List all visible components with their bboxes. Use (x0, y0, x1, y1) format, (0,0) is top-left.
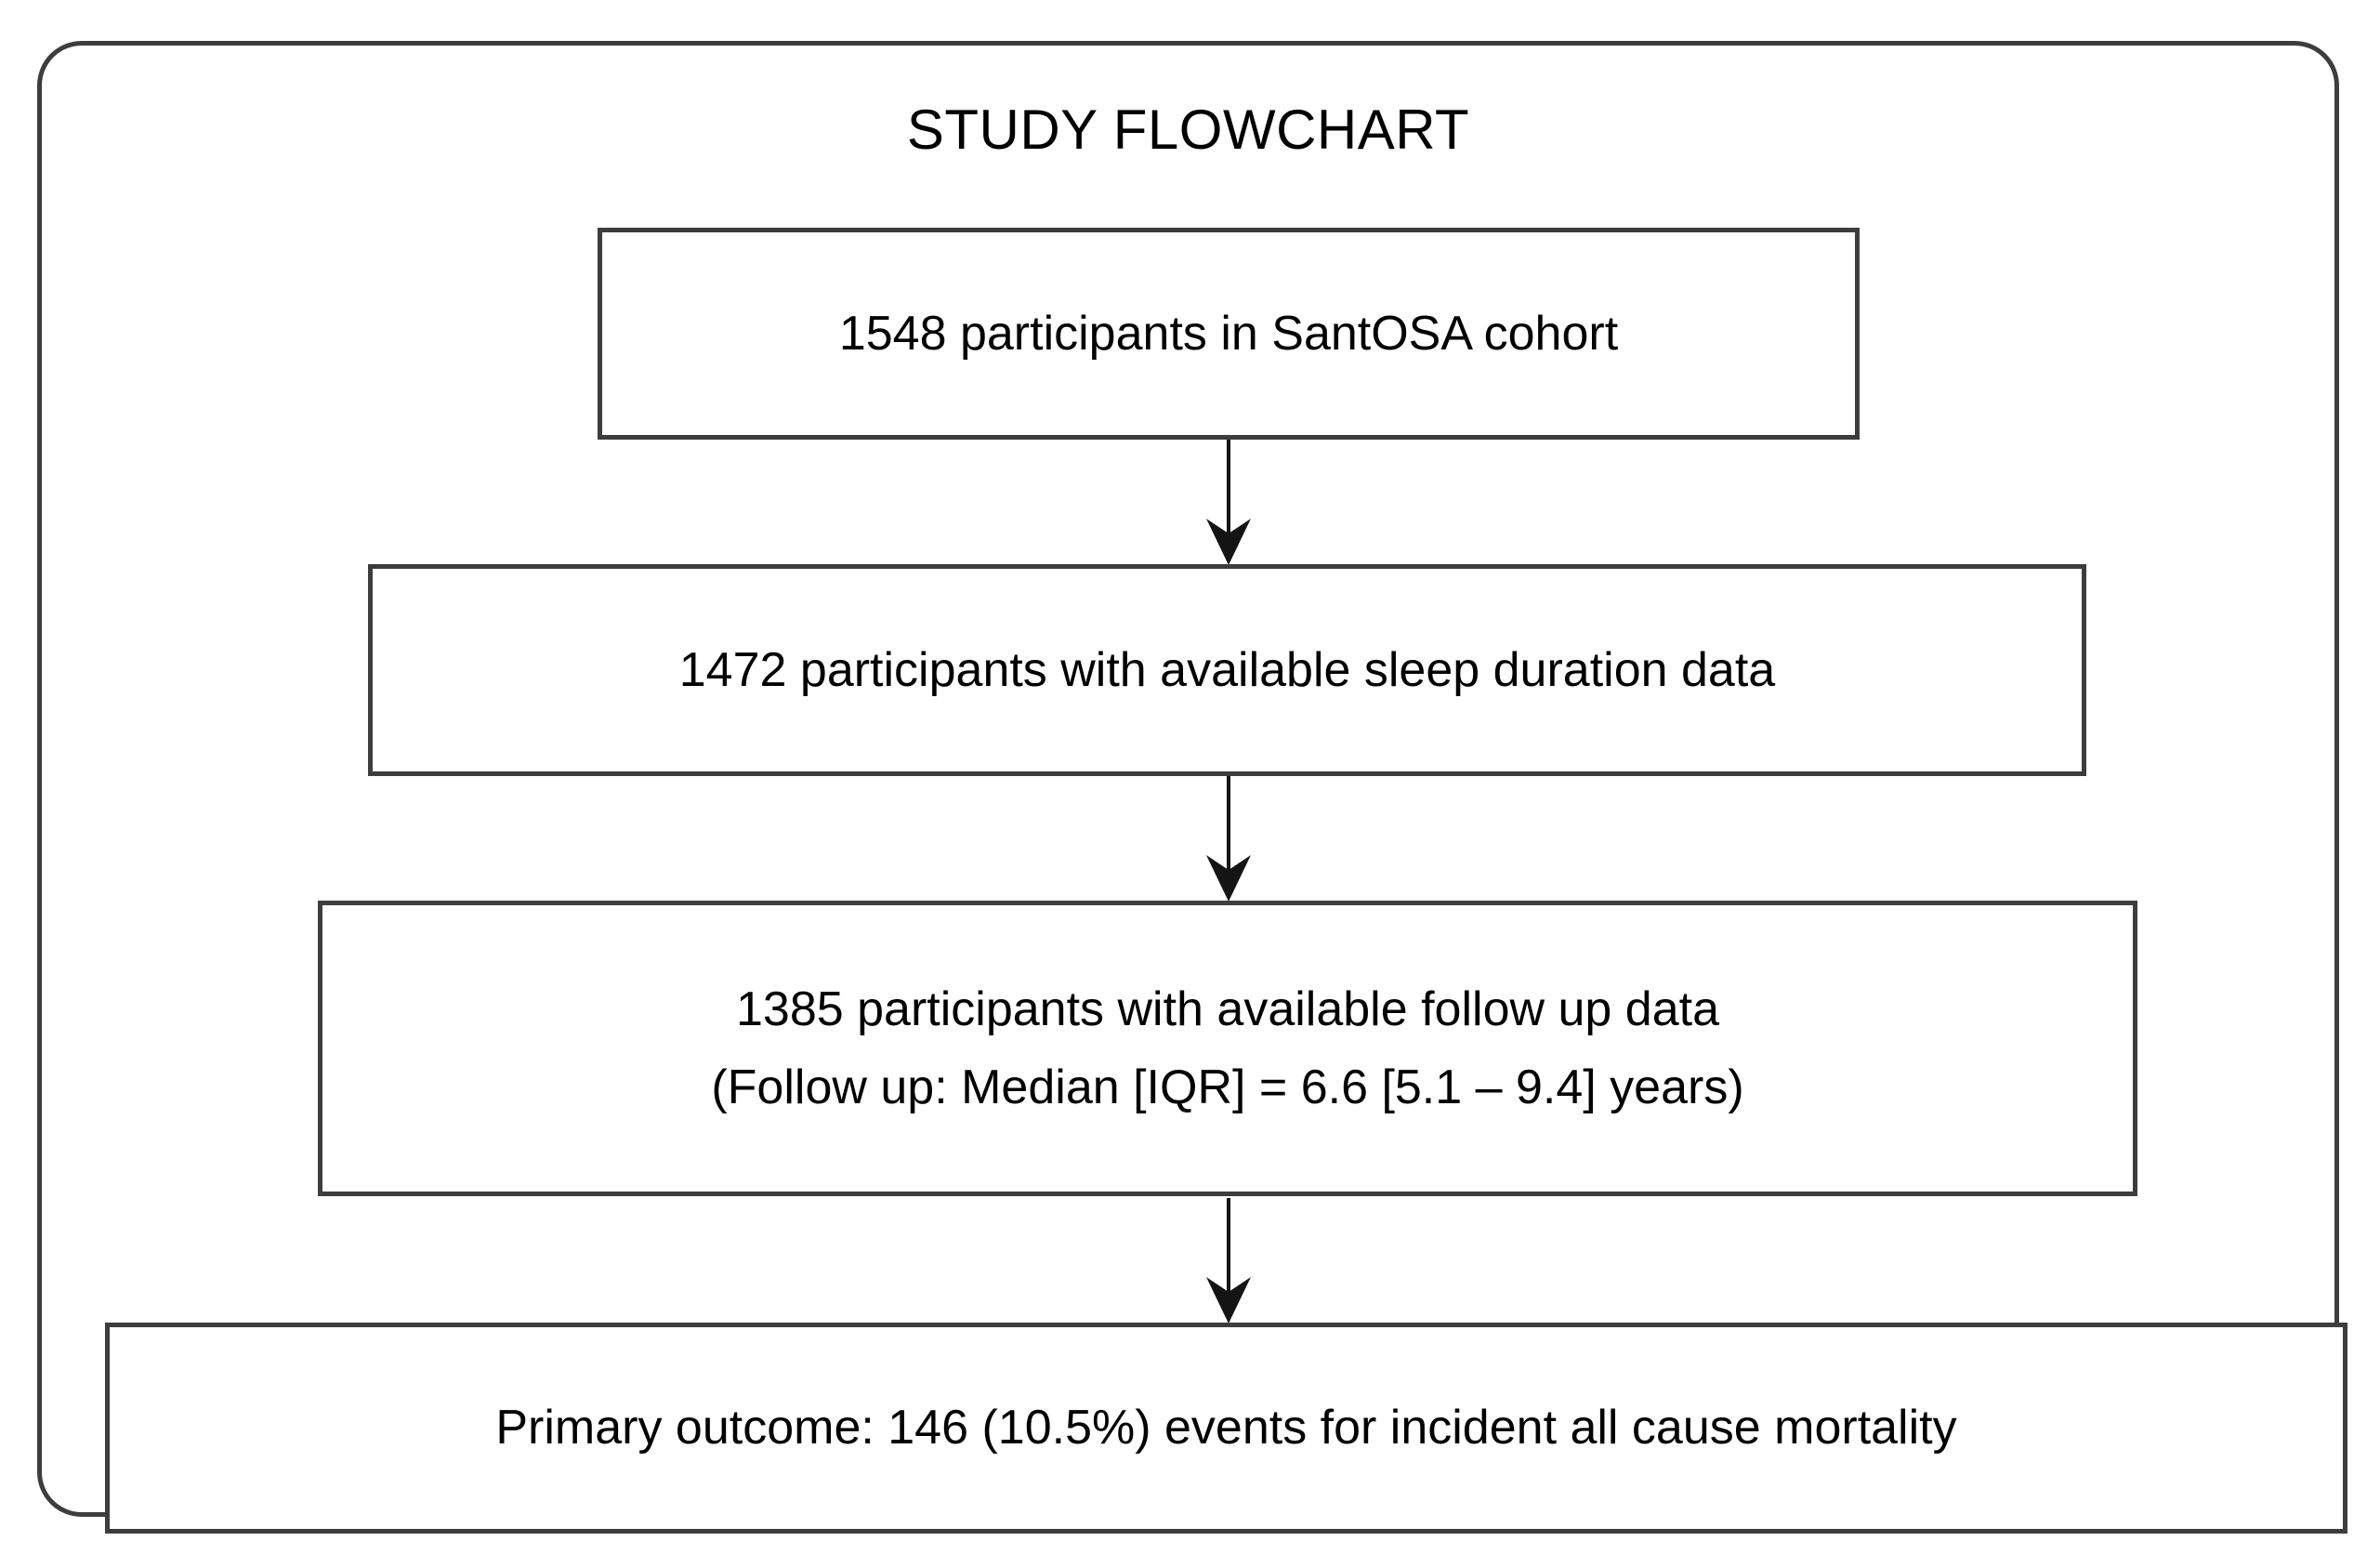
flow-node-primary-outcome: Primary outcome: 146 (10.5%) events for … (105, 1323, 2347, 1534)
flow-node-cohort: 1548 participants in SantOSA cohort (598, 228, 1860, 440)
flow-node-sleep-duration: 1472 participants with available sleep d… (368, 564, 2086, 776)
flow-node-follow-up-line1: 1385 participants with available follow … (735, 981, 1719, 1036)
flow-node-follow-up: 1385 participants with available follow … (318, 901, 2137, 1196)
flow-node-primary-outcome-text: Primary outcome: 146 (10.5%) events for … (495, 1401, 1957, 1455)
down-arrow-icon (1206, 1198, 1251, 1324)
flowchart-title: STUDY FLOWCHART (906, 99, 1470, 161)
flow-node-sleep-duration-text: 1472 participants with available sleep d… (678, 642, 1776, 697)
down-arrow-icon (1206, 440, 1251, 565)
flow-node-follow-up-line2: (Follow up: Median [IQR] = 6.6 [5.1 – 9.… (711, 1060, 1744, 1114)
flow-node-cohort-text: 1548 participants in SantOSA cohort (838, 306, 1619, 361)
down-arrow-icon (1206, 776, 1251, 902)
flowchart-outer-border: STUDY FLOWCHART 1548 participants in San… (37, 41, 2347, 1534)
